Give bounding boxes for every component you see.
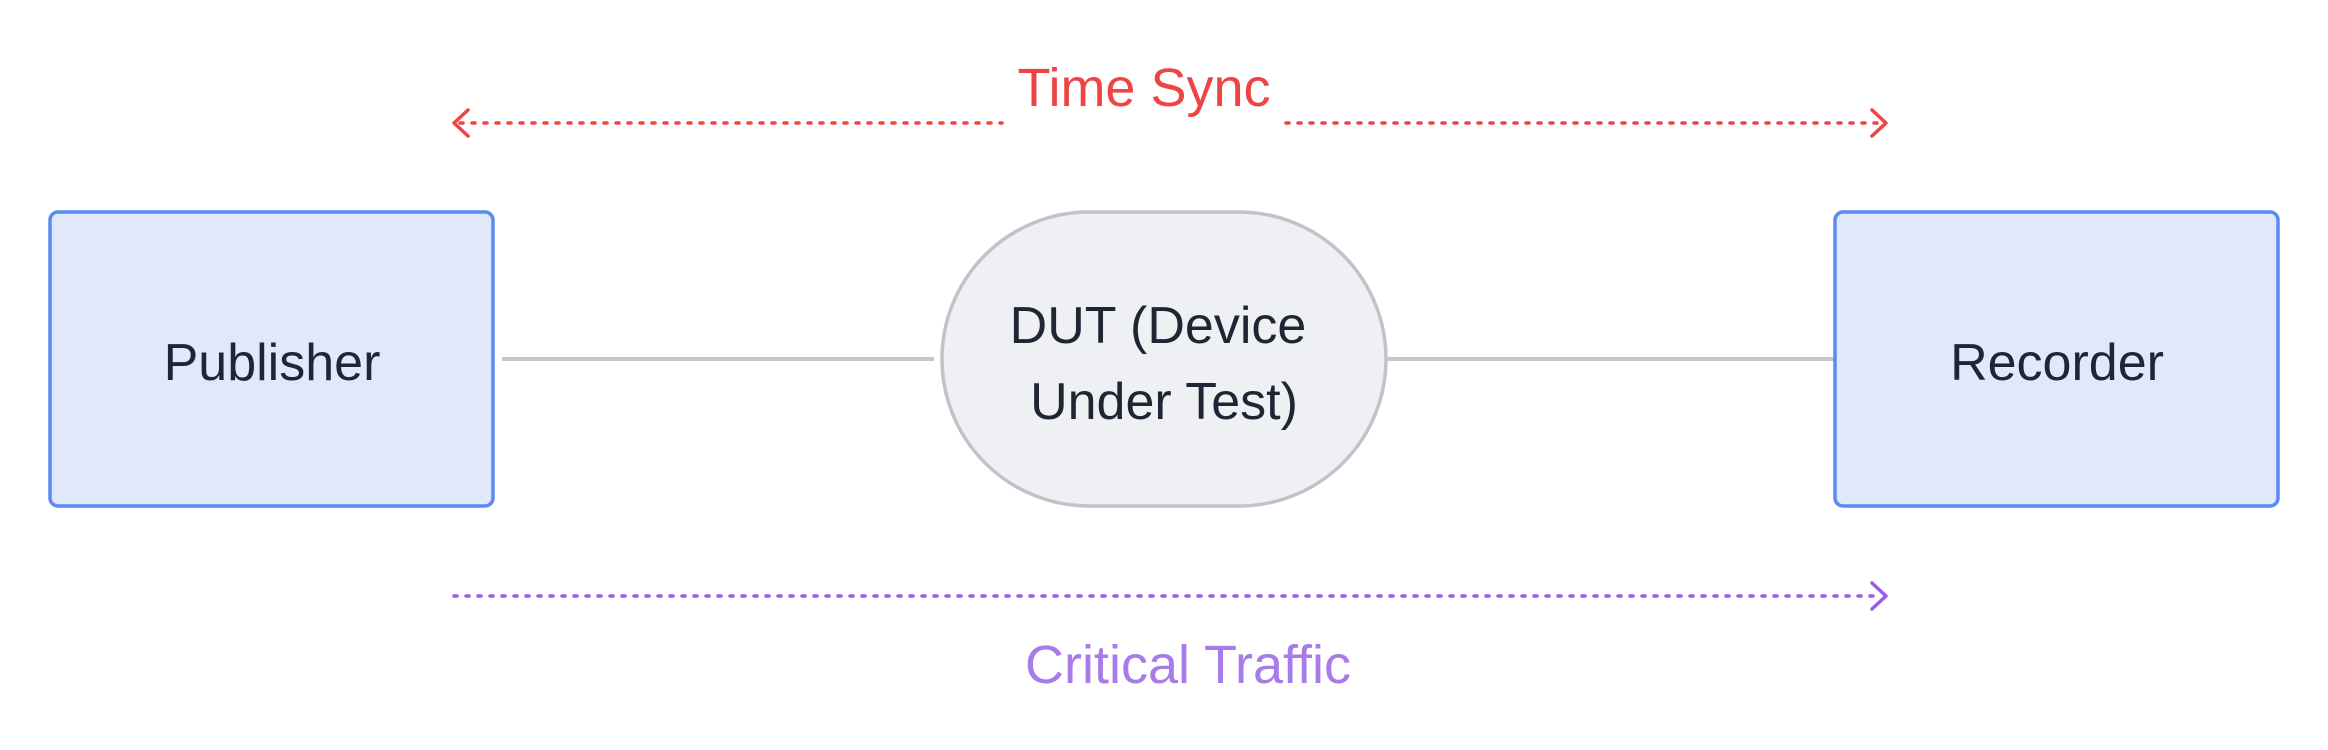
time-sync-label: Time Sync — [1017, 58, 1270, 118]
arrowhead-left-icon — [452, 108, 470, 138]
critical-traffic-label: Critical Traffic — [1025, 635, 1351, 695]
critical-traffic-arrow: Critical Traffic — [452, 581, 1888, 695]
publisher-label: Publisher — [164, 334, 381, 392]
time-sync-arrow: Time Sync — [452, 58, 1888, 138]
dut-shape — [940, 210, 1388, 508]
recorder-node[interactable]: Recorder — [1833, 210, 2280, 508]
dut-label-line2: Under Test) — [1030, 373, 1298, 431]
arrowhead-right-icon — [1870, 108, 1888, 138]
arrowhead-right-icon — [1870, 581, 1888, 611]
recorder-box — [1833, 210, 2280, 508]
recorder-label: Recorder — [1950, 334, 2164, 392]
publisher-node[interactable]: Publisher — [48, 210, 495, 508]
dut-label-line1: DUT (Device — [1010, 297, 1307, 355]
dut-node[interactable]: DUT (Device Under Test) — [940, 210, 1388, 508]
publisher-box — [48, 210, 495, 508]
